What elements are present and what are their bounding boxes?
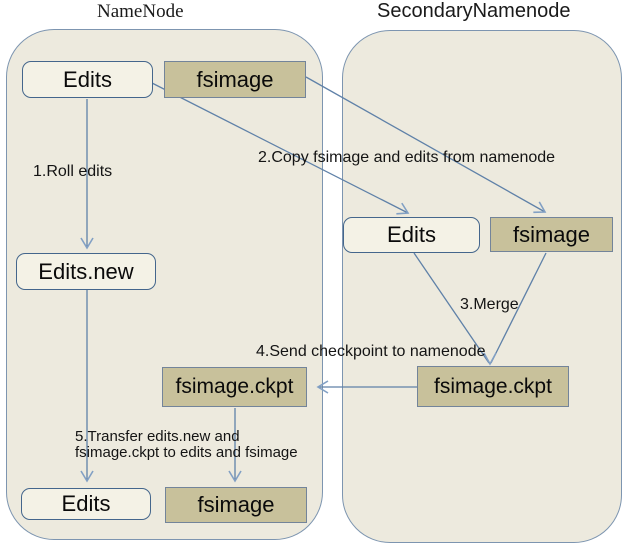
node-namenode-edits: Edits (22, 61, 153, 98)
arrow-copy-fsimage (305, 76, 547, 214)
secondarynamenode-title: SecondaryNamenode (377, 0, 571, 22)
node-secondary-fsimage: fsimage (490, 217, 613, 252)
merge-line-from-edits (413, 252, 490, 364)
merge-arrowhead (483, 352, 497, 366)
step3-label: 3.Merge (460, 296, 519, 313)
node-secondary-edits: Edits (343, 217, 480, 253)
step5-label: 5.Transfer edits.new and fsimage.ckpt to… (75, 429, 298, 461)
node-namenode-edits-bottom: Edits (21, 488, 151, 520)
merge-line-from-fsimage (490, 252, 547, 364)
secondarynamenode-container (342, 30, 622, 543)
namenode-title: NameNode (97, 1, 184, 22)
node-namenode-fsimage-ckpt: fsimage.ckpt (162, 367, 307, 407)
step1-label: 1.Roll edits (33, 163, 113, 180)
step2-label: 2.Copy fsimage and edits from namenode (258, 149, 556, 166)
step5-line1: 5.Transfer edits.new and (75, 428, 240, 445)
node-namenode-fsimage-bottom: fsimage (165, 487, 307, 523)
node-secondary-fsimage-ckpt: fsimage.ckpt (417, 366, 569, 407)
step5-line2: fsimage.ckpt to edits and fsimage (75, 444, 298, 461)
node-namenode-fsimage: fsimage (164, 61, 306, 98)
arrow-copy-edits (151, 82, 410, 215)
node-namenode-edits-new: Edits.new (16, 253, 156, 290)
step4-label: 4.Send checkpoint to namenode (256, 343, 486, 360)
